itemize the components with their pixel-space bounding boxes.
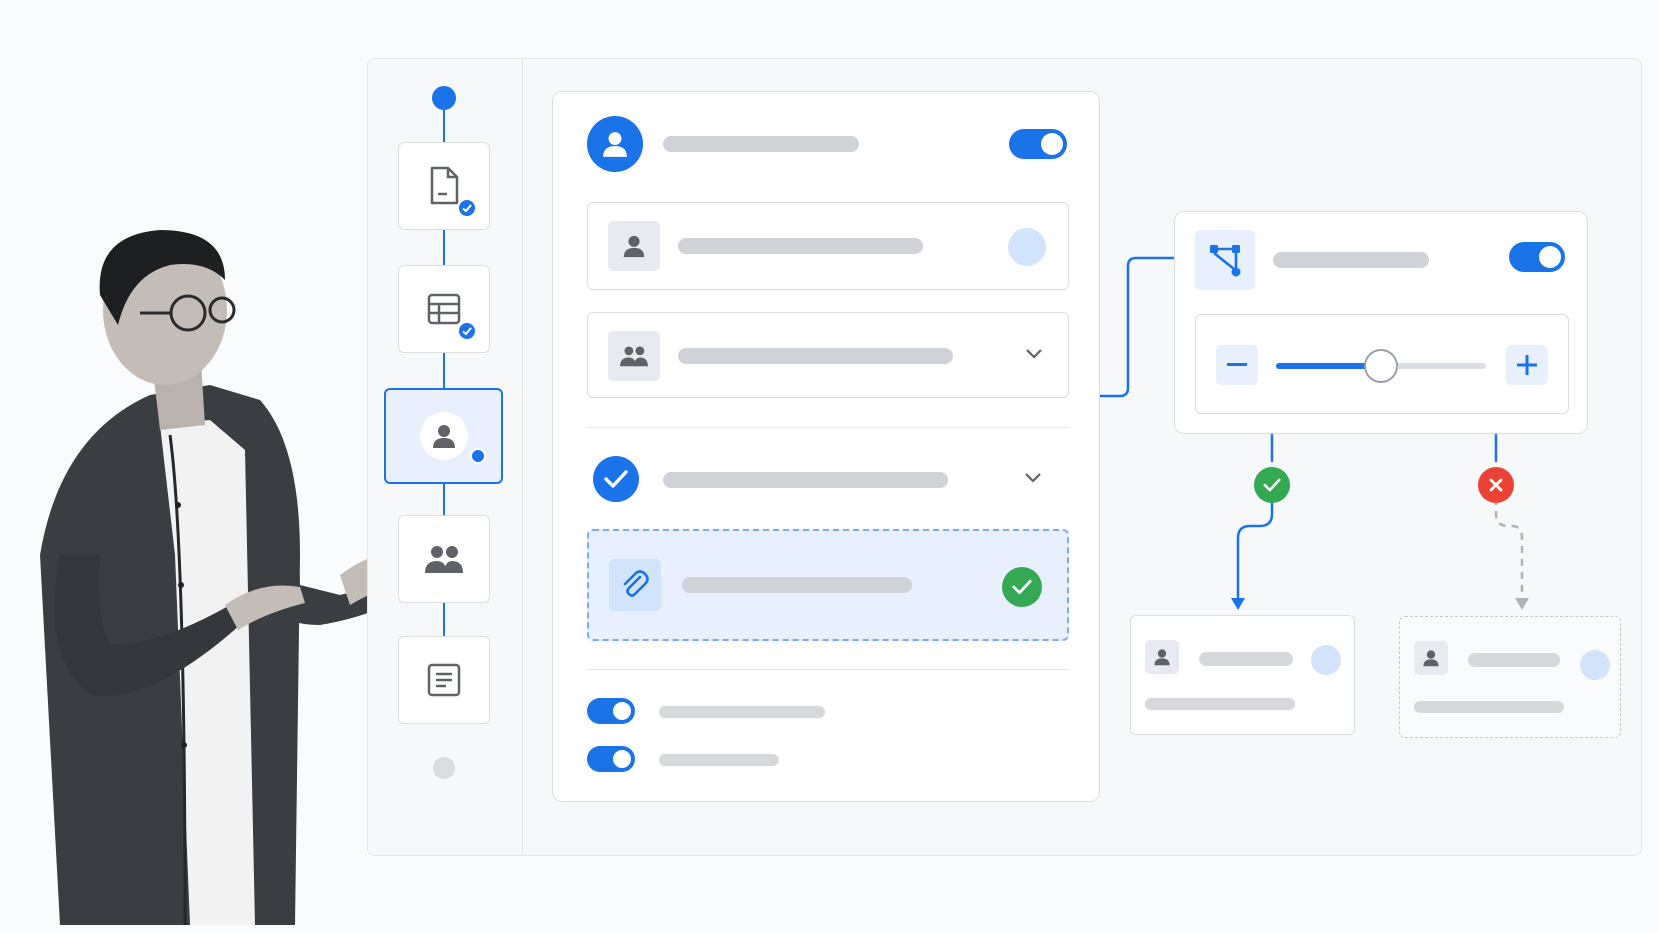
approve-check-icon xyxy=(1254,467,1290,503)
option-toggle[interactable] xyxy=(587,698,635,724)
target-subtitle-placeholder xyxy=(1414,701,1564,713)
field-value-placeholder xyxy=(678,238,923,254)
step-complete-badge xyxy=(457,321,477,341)
group-dropdown[interactable] xyxy=(587,312,1069,398)
presenter-illustration xyxy=(40,230,425,926)
step-complete-badge xyxy=(457,198,477,218)
plus-icon xyxy=(1517,355,1537,375)
table-icon xyxy=(427,293,461,325)
target-status-dot xyxy=(1311,645,1341,675)
option-toggle[interactable] xyxy=(587,746,635,772)
reject-target-card[interactable] xyxy=(1399,616,1621,738)
rail-divider xyxy=(522,58,523,856)
stepper-start-dot xyxy=(432,86,456,110)
chevron-down-icon[interactable] xyxy=(1023,471,1043,485)
attachment-icon-tile xyxy=(609,559,661,611)
target-title-placeholder xyxy=(1199,652,1293,666)
group-icon-tile xyxy=(608,331,660,381)
slider-thumb[interactable] xyxy=(1364,349,1398,383)
user-icon xyxy=(1423,650,1439,667)
user-icon-tile xyxy=(1414,641,1448,675)
group-icon xyxy=(425,546,463,573)
stepper-rail xyxy=(380,80,510,780)
target-status-dot xyxy=(1580,650,1610,680)
branch-icon-tile xyxy=(1195,230,1255,290)
stepper-end-dot xyxy=(433,757,455,779)
slider-panel xyxy=(1195,314,1569,414)
text-field[interactable] xyxy=(587,202,1069,290)
section-divider xyxy=(587,669,1069,670)
section-divider xyxy=(587,427,1069,428)
branch-icon xyxy=(1210,245,1241,277)
increment-button[interactable] xyxy=(1506,345,1548,385)
user-icon xyxy=(623,235,645,258)
chevron-down-icon[interactable] xyxy=(1024,347,1044,361)
attachment-name-placeholder xyxy=(682,577,912,593)
logic-title-placeholder xyxy=(1273,252,1429,268)
group-icon xyxy=(620,346,648,367)
document-icon xyxy=(430,166,459,205)
checkbox-label-placeholder xyxy=(663,472,948,488)
step-notes[interactable] xyxy=(398,636,490,724)
logic-toggle[interactable] xyxy=(1509,242,1565,272)
decrement-button[interactable] xyxy=(1216,345,1258,385)
notes-icon xyxy=(427,663,461,697)
target-subtitle-placeholder xyxy=(1145,698,1295,710)
minus-icon xyxy=(1227,363,1247,366)
reject-close-icon xyxy=(1478,467,1514,503)
user-circle-icon xyxy=(587,116,643,172)
user-icon-tile xyxy=(608,221,660,271)
step-document[interactable] xyxy=(398,142,490,230)
card-connector xyxy=(1100,256,1176,398)
upload-success-icon xyxy=(1002,567,1042,607)
attachment-dropzone[interactable] xyxy=(587,529,1069,641)
attachment-icon xyxy=(623,570,649,597)
option-label-placeholder xyxy=(659,754,779,766)
user-icon-tile xyxy=(1145,640,1179,674)
step-user-active[interactable] xyxy=(384,388,503,484)
step-table[interactable] xyxy=(398,265,490,353)
dropdown-value-placeholder xyxy=(678,348,953,364)
approve-target-card[interactable] xyxy=(1130,615,1355,735)
logic-card xyxy=(1174,211,1588,434)
check-circle-icon[interactable] xyxy=(593,456,639,502)
user-icon xyxy=(1154,649,1170,666)
branch-connectors xyxy=(1231,434,1529,610)
step-group[interactable] xyxy=(398,515,490,603)
slider-fill xyxy=(1276,363,1381,369)
header-toggle[interactable] xyxy=(1009,129,1067,159)
user-icon xyxy=(432,425,455,448)
step-active-indicator xyxy=(470,448,486,464)
field-status-dot xyxy=(1008,228,1046,266)
option-label-placeholder xyxy=(659,706,825,718)
target-title-placeholder xyxy=(1468,653,1560,667)
header-title-placeholder xyxy=(663,136,859,152)
form-card xyxy=(552,91,1100,802)
